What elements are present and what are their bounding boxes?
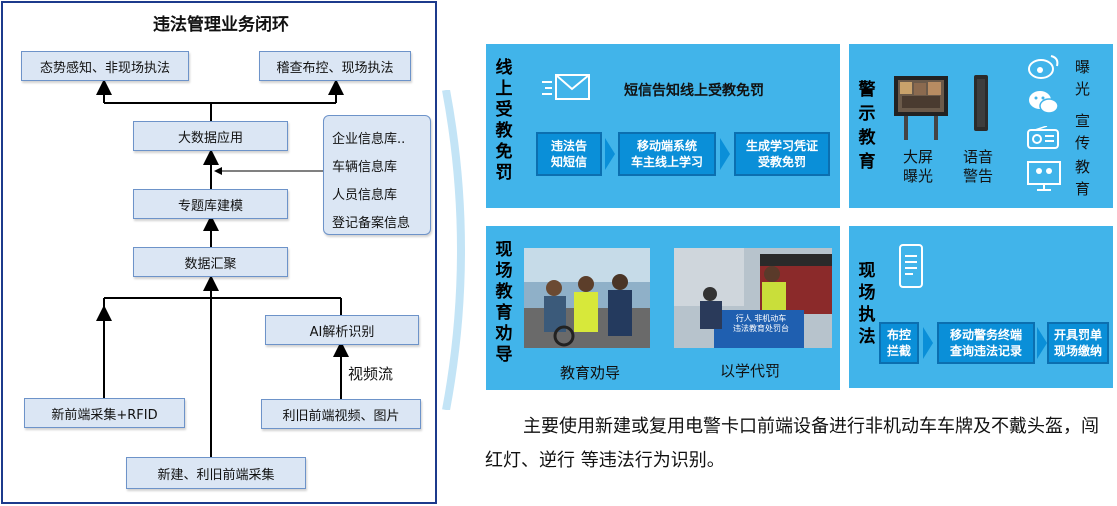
online-penalty-panel: 线上受 教免罚 短信告知线上受教免罚 违法告知短信 移动端系统车主线上学习 生成… (486, 44, 840, 208)
info-item: 登记备案信息 (332, 216, 411, 231)
arrow-icon (605, 138, 615, 170)
education-label: 教育 (1075, 158, 1091, 198)
penalty-desk-photo (674, 248, 832, 352)
weibo-icon (1027, 54, 1061, 84)
node-inspection: 稽查布控、现场执法 (259, 51, 411, 81)
phone-icon (899, 244, 923, 292)
wechat-icon (1027, 88, 1061, 120)
desk-sign: 行人 非机动车违法教育处罚台 (733, 314, 789, 333)
node-modeling: 专题库建模 (133, 189, 288, 219)
description-text: 主要使用新建或复用电警卡口前端设备进行非机动车车牌及不戴头盔，闯红灯、逆行 等违… (485, 416, 1099, 471)
step-sms: 违法告知短信 (536, 132, 602, 176)
step-certificate: 生成学习凭证受教免罚 (734, 132, 830, 176)
publicity-label: 宣传 (1075, 112, 1091, 152)
step-ticket: 开具罚单现场缴纳 (1047, 322, 1109, 364)
node-collection: 新建、利旧前端采集 (126, 457, 306, 489)
node-reuse-frontend: 利旧前端视频、图片 (261, 399, 421, 429)
info-database-box: 企业信息库.. 车辆信息库 人员信息库 登记备案信息 (323, 115, 431, 235)
screen-label: 大屏曝光 (903, 148, 934, 185)
envelope-icon (542, 72, 592, 106)
step-terminal-query: 移动警务终端查询违法记录 (937, 322, 1035, 364)
node-situation: 态势感知、非现场执法 (21, 51, 189, 81)
node-aggregation: 数据汇聚 (133, 247, 288, 277)
education-photo (524, 248, 650, 352)
business-loop-panel: 违法管理业务闭环 (1, 1, 437, 504)
exposure-label: 曝光 (1075, 58, 1091, 98)
panel-title: 违法管理业务闭环 (153, 15, 289, 35)
node-bigdata: 大数据应用 (133, 121, 288, 151)
flow-connectors (96, 79, 349, 457)
photo-caption: 教育劝导 (560, 364, 621, 382)
step-intercept: 布控拦截 (879, 322, 919, 364)
onsite-enforcement-panel: 现场 执法 布控拦截 移动警务终端查询违法记录 开具罚单现场缴纳 (849, 226, 1113, 388)
arrow-icon (720, 138, 730, 170)
node-new-frontend: 新前端采集+RFID (24, 398, 185, 428)
arrow-icon (923, 327, 933, 359)
sms-title: 短信告知线上受教免罚 (624, 83, 764, 99)
stream-label: 视频流 (348, 365, 394, 383)
radio-icon (1027, 125, 1061, 154)
step-mobile-study: 移动端系统车主线上学习 (618, 132, 716, 176)
billboard-icon (892, 74, 950, 144)
audio-label: 语音警告 (963, 148, 994, 185)
panel-title: 现场 执法 (858, 261, 876, 347)
arrow-icon (1037, 327, 1047, 359)
panel-title: 线上受 教免罚 (495, 58, 513, 183)
warning-education-panel: 警示 教育 大屏曝光 语音警告 (849, 44, 1113, 208)
info-item: 车辆信息库 (332, 160, 398, 175)
chevron-separator (442, 90, 465, 410)
onsite-education-panel: 现场教 育劝导 行人 非机动车违法教育处罚台 教育劝导 以学代罚 (486, 226, 840, 390)
monitor-icon (1027, 160, 1063, 196)
info-item: 人员信息库 (332, 188, 398, 203)
speaker-icon (973, 74, 989, 136)
photo-caption: 以学代罚 (720, 362, 781, 380)
node-ai: AI解析识别 (265, 315, 419, 345)
panel-title: 现场教 育劝导 (495, 240, 513, 365)
panel-title: 警示 教育 (858, 80, 876, 172)
info-item: 企业信息库.. (332, 132, 406, 147)
